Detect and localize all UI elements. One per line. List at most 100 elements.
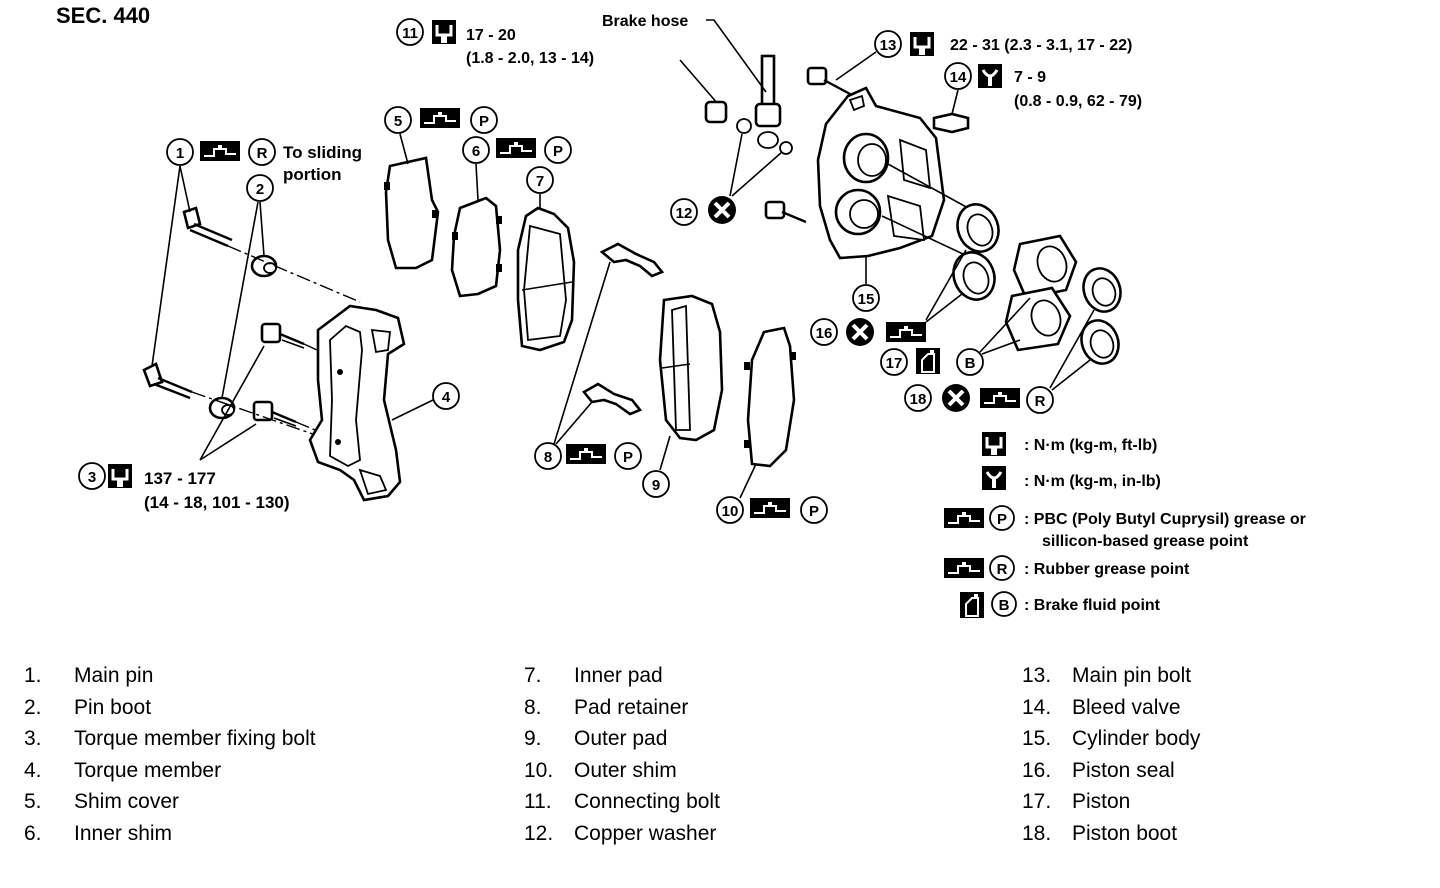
svg-text:13: 13 [880, 37, 897, 54]
brake-hose: Brake hose [602, 13, 782, 149]
torque-11-value-metric: (1.8 - 2.0, 13 - 14) [466, 50, 594, 67]
list-item: 4.Torque member [24, 758, 222, 782]
piston-seal-2 [952, 251, 996, 301]
list-item: 12.Copper washer [524, 821, 717, 845]
svg-text:P: P [553, 143, 563, 160]
callout-16: 16 [810, 249, 967, 348]
svg-text:5: 5 [394, 113, 402, 130]
svg-text:B: B [999, 597, 1010, 614]
brake-hose-label: Brake hose [602, 13, 688, 30]
key-pbc-grease: : PBC (Poly Butyl Cuprysil) grease or [1024, 511, 1306, 528]
svg-text:14: 14 [950, 69, 967, 86]
svg-text:9: 9 [652, 477, 660, 494]
svg-text:P: P [997, 511, 1007, 528]
torque-member-bolt-lower [252, 400, 297, 427]
exploded-brake-caliper-diagram: SEC. 440 1 [56, 3, 1306, 619]
key-brake-fluid: : Brake fluid point [1024, 597, 1161, 614]
brake-fluid-icon [959, 591, 985, 619]
svg-text:2: 2 [256, 181, 264, 198]
callout-1: 1 R To sliding portion [151, 138, 362, 367]
svg-text:R: R [997, 561, 1008, 578]
key-rubber-grease: : Rubber grease point [1024, 561, 1190, 578]
svg-text:7: 7 [536, 173, 544, 190]
svg-text:P: P [623, 449, 633, 466]
pin-boot-lower [208, 396, 236, 420]
main-pin-upper [182, 206, 233, 248]
svg-text:6: 6 [472, 143, 480, 160]
torque-11-value: 17 - 20 [466, 27, 516, 44]
svg-text:R: R [257, 145, 268, 162]
section-title: SEC. 440 [56, 3, 150, 28]
callout-3: 3 137 - 177 (14 - 18, 101 - 130) [78, 345, 290, 512]
piston-2 [1004, 286, 1072, 352]
list-item: 9.Outer pad [524, 727, 668, 750]
key-torque-ftlb: : N·m (kg-m, ft-lb) [1024, 437, 1157, 454]
piston-boot-1 [1082, 267, 1122, 313]
list-item: 16.Piston seal [1022, 758, 1175, 782]
piston-1 [1012, 234, 1078, 300]
torque-member-bolt-upper [260, 322, 305, 349]
svg-text:17: 17 [886, 355, 903, 372]
connecting-bolt [679, 59, 793, 155]
svg-text:8: 8 [544, 449, 552, 466]
list-item: 10.Outer shim [524, 758, 677, 782]
callout-11: 11 17 - 20 (1.8 - 2.0, 13 - 14) [396, 18, 594, 67]
svg-text:11: 11 [402, 25, 418, 42]
svg-text:B: B [965, 355, 976, 372]
callout-12: 12 [670, 133, 783, 226]
callout-14: 14 7 - 9 (0.8 - 0.9, 62 - 79) [944, 62, 1142, 115]
grease-p-icon [943, 507, 985, 529]
list-item: 7.Inner pad [524, 664, 663, 687]
callout-17: 17 B [880, 297, 1031, 376]
list-item: 13.Main pin bolt [1022, 664, 1192, 687]
symbol-key: : N·m (kg-m, ft-lb) : N·m (kg-m, in-lb) … [943, 430, 1306, 619]
callout-10: 10 P [716, 463, 828, 524]
torque-member [308, 304, 406, 502]
svg-text:R: R [1035, 393, 1046, 410]
callout-9: 9 [642, 435, 671, 498]
svg-text:10: 10 [722, 503, 739, 520]
parts-list: 1.Main pin 2.Pin boot 3.Torque member fi… [0, 660, 1440, 880]
torque-14-value-metric: (0.8 - 0.9, 62 - 79) [1014, 93, 1142, 110]
torque-14-value: 7 - 9 [1014, 69, 1046, 86]
parts-column-3: 13.Main pin bolt 14.Bleed valve 15.Cylin… [1022, 660, 1200, 849]
list-item: 15.Cylinder body [1022, 727, 1201, 750]
key-pbc-grease-2: sillicon-based grease point [1042, 533, 1249, 550]
list-item: 6.Inner shim [24, 821, 173, 845]
torque-13-value: 22 - 31 (2.3 - 3.1, 17 - 22) [950, 37, 1132, 54]
list-item: 18.Piston boot [1022, 821, 1178, 845]
piston-boot-2 [1080, 319, 1120, 365]
parts-column-1: 1.Main pin 2.Pin boot 3.Torque member fi… [24, 660, 316, 849]
list-item: 5.Shim cover [24, 790, 180, 813]
torque-3-value-metric: (14 - 18, 101 - 130) [144, 493, 290, 512]
svg-text:18: 18 [910, 391, 927, 408]
pin-boot-upper [250, 254, 278, 278]
outer-shim [744, 326, 796, 468]
callout-2: 2 [221, 174, 274, 399]
callout-13: 13 22 - 31 (2.3 - 3.1, 17 - 22) [835, 30, 1132, 81]
svg-text:3: 3 [88, 469, 96, 486]
to-sliding-label-1: To sliding [283, 143, 362, 162]
piston-seal-1 [956, 203, 1000, 253]
callout-7: 7 [526, 166, 554, 210]
list-item: 2.Pin boot [24, 695, 152, 719]
callout-5: 5 P [384, 106, 498, 165]
parts-column-2: 7.Inner pad 8.Pad retainer 9.Outer pad 1… [524, 660, 720, 849]
outer-pad [658, 294, 724, 442]
callout-18: 18 R [904, 309, 1095, 414]
to-sliding-label-2: portion [283, 165, 342, 184]
list-item: 11.Connecting bolt [524, 790, 720, 813]
inner-shim [450, 196, 502, 298]
callout-15: 15 [852, 256, 880, 312]
pad-retainer-lower [582, 382, 643, 416]
callout-8: 8 P [534, 261, 642, 470]
svg-text:4: 4 [442, 389, 451, 406]
torque-3-value: 137 - 177 [144, 469, 216, 488]
cylinder-body [816, 86, 991, 263]
list-item: 14.Bleed valve [1022, 695, 1181, 719]
callout-4: 4 [391, 382, 460, 421]
shim-cover [384, 156, 440, 270]
torque-wrench-icon [980, 430, 1008, 458]
main-pin-bolt [764, 66, 851, 224]
key-torque-inlb: : N·m (kg-m, in-lb) [1024, 473, 1161, 490]
